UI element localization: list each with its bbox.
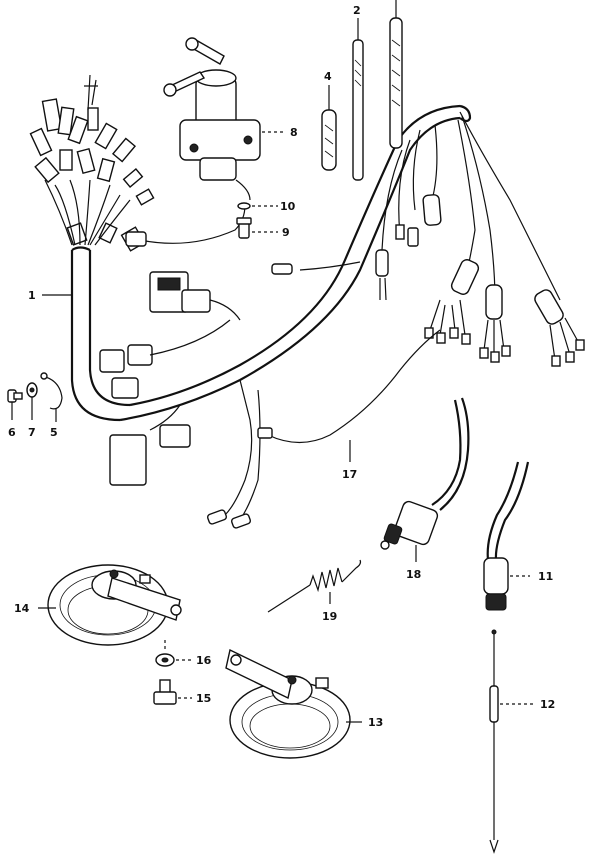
callout-16: 16 xyxy=(196,654,212,667)
part-17-lead-wire xyxy=(257,329,441,444)
harness-connector-bundle xyxy=(29,74,155,252)
part-18-switch xyxy=(380,397,470,550)
part-10-washer xyxy=(237,202,251,210)
callout-18: 18 xyxy=(406,568,421,581)
part-14-horn xyxy=(47,564,182,646)
callout-9: 9 xyxy=(282,226,290,239)
callout-8: 8 xyxy=(290,126,298,139)
part-7-washer xyxy=(26,382,38,398)
part-13-horn xyxy=(225,648,351,759)
callout-19: 19 xyxy=(322,610,337,623)
part-5-clamp xyxy=(40,372,63,410)
part-12-cable xyxy=(489,629,499,854)
callout-14: 14 xyxy=(14,602,30,615)
part-6-screw xyxy=(7,389,23,403)
callout-5: 5 xyxy=(50,426,58,439)
wiring-harness xyxy=(29,74,585,529)
callout-13: 13 xyxy=(368,716,383,729)
callout-12: 12 xyxy=(540,698,555,711)
callout-6: 6 xyxy=(8,426,16,439)
callout-1: 1 xyxy=(28,289,36,302)
part-3-rod xyxy=(389,0,403,149)
part-2-rod xyxy=(352,18,364,181)
part-16-washer xyxy=(155,653,175,667)
callout-15: 15 xyxy=(196,692,211,705)
callout-10: 10 xyxy=(280,200,296,213)
callout-17: 17 xyxy=(342,468,357,481)
part-9-screw xyxy=(236,217,252,239)
part-11-switch xyxy=(483,461,530,611)
callout-7: 7 xyxy=(28,426,36,439)
callout-11: 11 xyxy=(538,570,553,583)
callout-4: 4 xyxy=(324,70,332,83)
part-19-spring xyxy=(267,559,362,613)
part-4-cable-tie xyxy=(321,85,337,171)
part-8-ignition-switch xyxy=(163,37,261,201)
callout-2: 2 xyxy=(353,4,361,17)
part-15-bolt xyxy=(153,679,177,705)
